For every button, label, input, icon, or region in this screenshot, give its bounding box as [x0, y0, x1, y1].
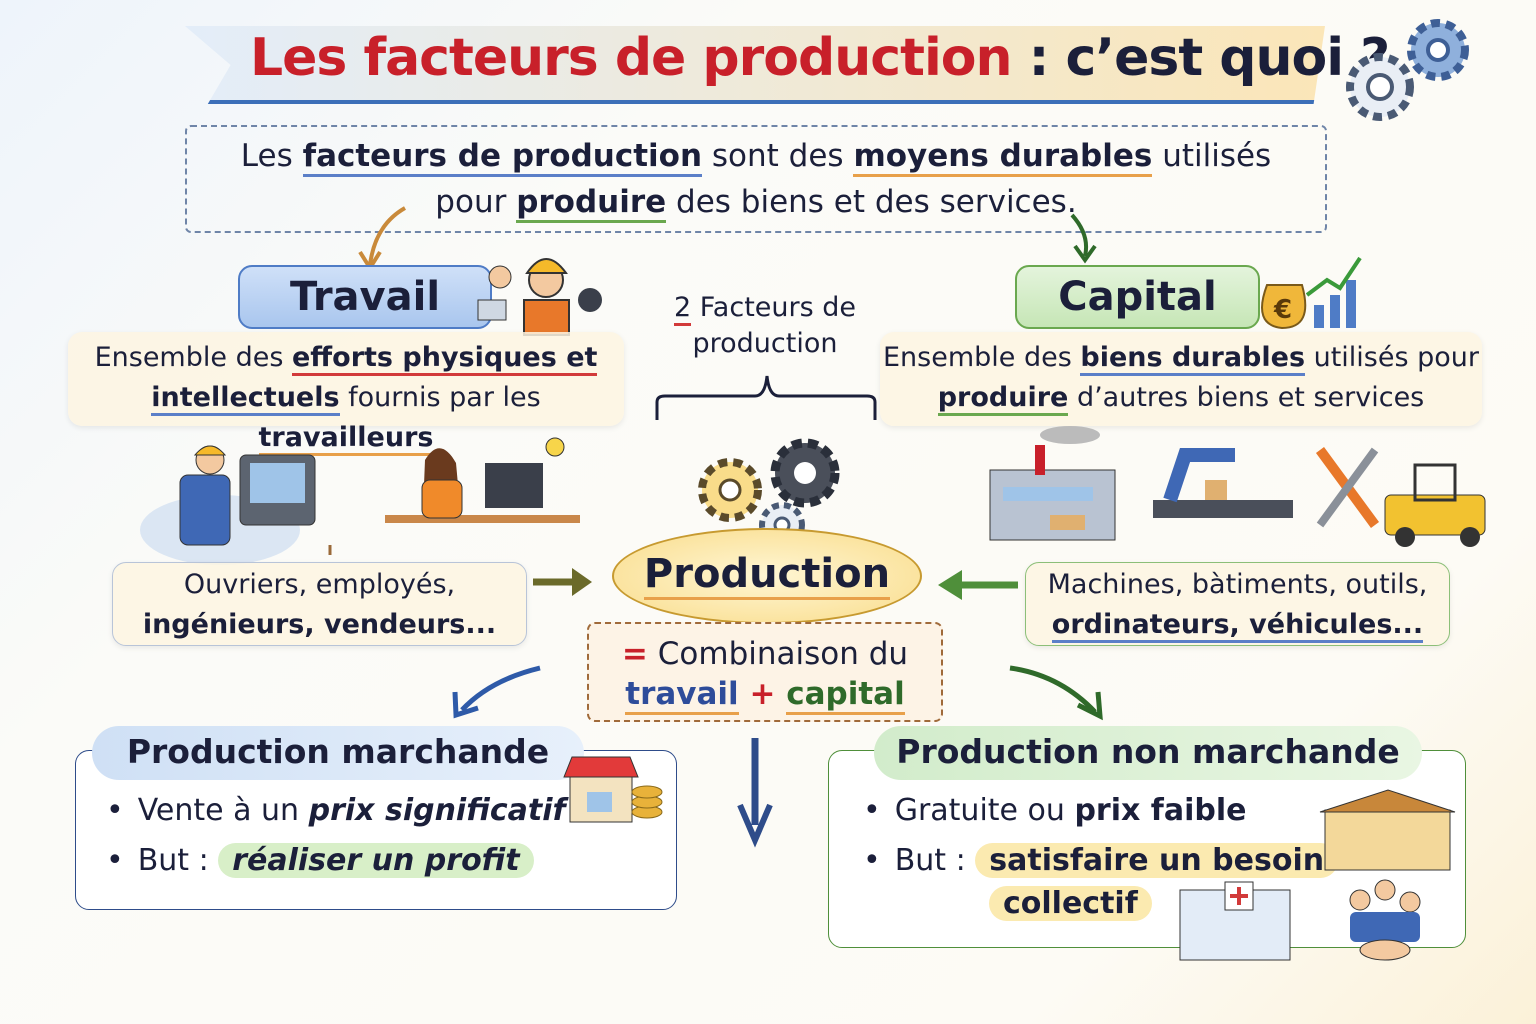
arrow-to-marchande	[460, 665, 541, 712]
production-non-marchande-title: Production non marchande	[874, 726, 1422, 780]
text: Vente à un	[137, 793, 309, 828]
arrow-to-capital	[1070, 213, 1089, 257]
text: But :	[894, 843, 976, 878]
production-label: Production	[643, 551, 891, 600]
production-marchande-title: Production marchande	[92, 726, 584, 780]
bold-text: prix faible	[1074, 793, 1247, 828]
def-text: pour	[435, 184, 517, 220]
travail-examples: Ouvriers, employés, ingénieurs, vendeurs…	[112, 562, 527, 646]
bold-text: ingénieurs, vendeurs...	[142, 609, 497, 640]
def-bold: moyens durables	[853, 138, 1153, 177]
bold-text: produire	[937, 382, 1069, 416]
plus-sign: +	[738, 676, 787, 712]
svg-text:€: €	[1273, 295, 1292, 325]
public-buildings-icons	[1179, 789, 1456, 961]
bold-text: réaliser un profit	[218, 843, 534, 878]
shop-coins-icon	[563, 756, 663, 823]
arrow-to-travail	[368, 206, 407, 266]
capital-word: capital	[786, 676, 905, 715]
illustration-capital	[989, 426, 1486, 547]
money-bag-chart-icon: €	[1261, 256, 1362, 330]
text: But :	[137, 843, 219, 878]
bullet: Vente à un prix significatif	[106, 793, 566, 828]
travail-word: travail	[625, 676, 739, 715]
factors-number: 2	[673, 292, 692, 326]
text: Combinaison du	[647, 636, 909, 672]
def-text: Les	[240, 138, 303, 174]
text: Ensemble des	[882, 342, 1081, 373]
text: Ensemble des	[94, 342, 292, 373]
bullet: Gratuite ou prix faible	[863, 793, 1247, 828]
bold-text: ordinateurs, véhicules...	[1051, 609, 1424, 643]
bold-text: travailleurs	[258, 422, 434, 456]
combination-box: = Combinaison du travail + capital	[587, 622, 943, 722]
worker-illustration	[477, 258, 602, 336]
bold-text: biens durables	[1080, 342, 1306, 376]
production-center: Production	[612, 528, 922, 624]
bold-text: satisfaire un besoin	[975, 843, 1339, 878]
def-bold: facteurs de production	[302, 138, 703, 177]
def-text: utilisés	[1152, 138, 1272, 174]
bold-text: collectif	[989, 886, 1152, 921]
travail-label: Travail	[238, 265, 492, 329]
bullet: But : satisfaire un besoin	[863, 843, 1339, 878]
text: Machines, bàtiments, outils,	[1047, 569, 1428, 600]
text: Ouvriers, employés,	[183, 569, 456, 600]
title-red: Les facteurs de production	[250, 28, 1013, 88]
title-dark: : c’est quoi ?	[1011, 28, 1391, 88]
text: fournis par les	[339, 382, 541, 413]
equals-sign: =	[621, 636, 648, 672]
def-text: sont des	[702, 138, 854, 174]
capital-examples: Machines, bàtiments, outils, ordinateurs…	[1025, 562, 1450, 646]
arrow-to-nonmarchande	[1009, 665, 1097, 714]
text: Facteurs de	[691, 292, 857, 323]
illustration-workers	[140, 437, 580, 565]
definition-box: Les facteurs de production sont des moye…	[185, 125, 1327, 233]
capital-definition: Ensemble des biens durables utilisés pou…	[880, 332, 1482, 426]
def-text: des biens et des services.	[666, 184, 1077, 220]
title-banner	[185, 26, 1325, 104]
bold-text: efforts physiques et	[291, 342, 598, 376]
text: d’autres biens et services	[1068, 382, 1425, 413]
travail-definition: Ensemble des efforts physiques et intell…	[68, 332, 624, 456]
text: utilisés pour	[1305, 342, 1479, 373]
bold-text: prix significatif	[308, 793, 566, 828]
gears-icon	[1346, 19, 1469, 121]
brace	[655, 375, 877, 420]
text: production	[692, 328, 838, 359]
bullet: But : réaliser un profit	[106, 843, 534, 878]
def-bold: produire	[516, 184, 667, 223]
capital-label: Capital	[1015, 265, 1260, 329]
two-factors-label: 2 Facteurs de production	[660, 290, 870, 362]
bold-text: intellectuels	[151, 382, 340, 416]
text: Gratuite ou	[894, 793, 1075, 828]
page-title: Les facteurs de production : c’est quoi …	[250, 28, 1391, 88]
